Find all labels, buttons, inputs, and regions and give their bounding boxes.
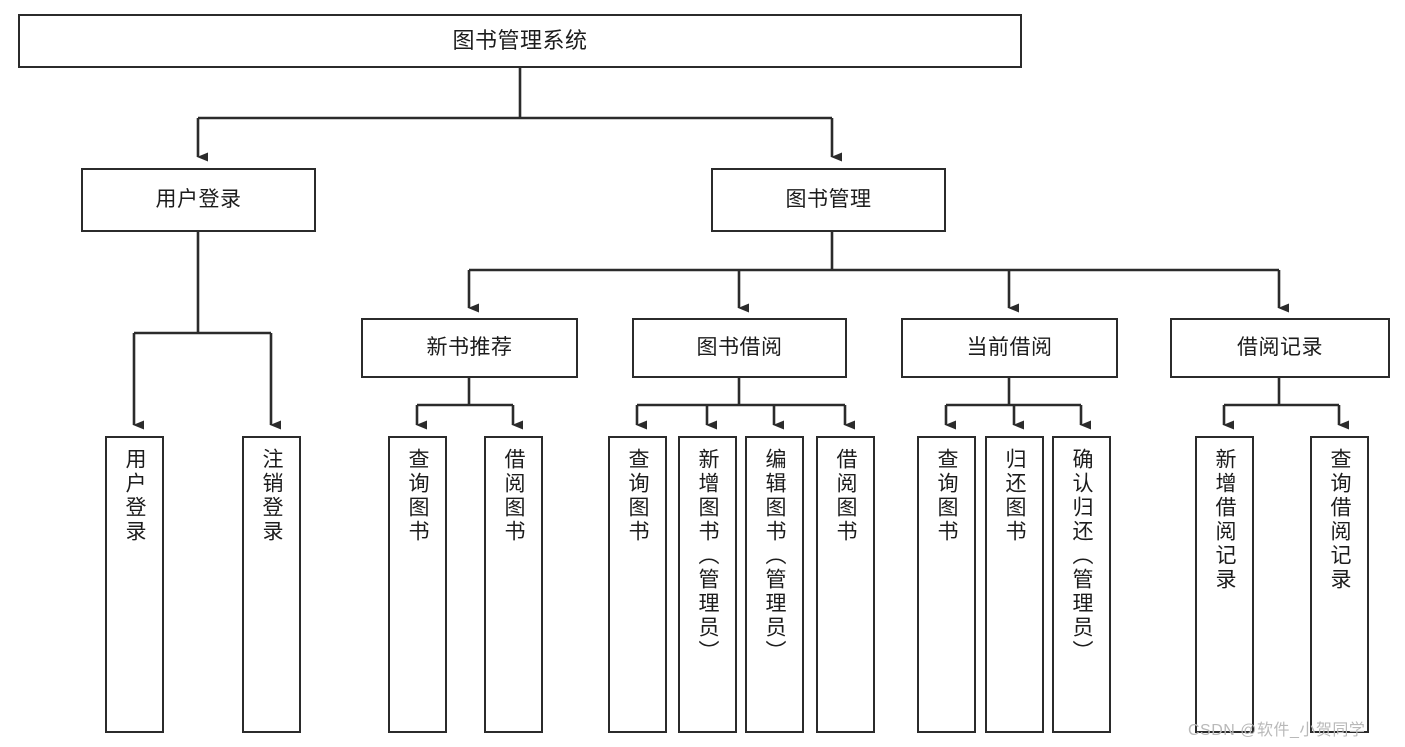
node-root-label: 图书管理系统 xyxy=(452,28,588,54)
node-leaf-add-borrow-record[interactable]: 新增借阅记录 xyxy=(1195,436,1254,733)
node-book-borrow-label: 图书借阅 xyxy=(696,335,783,359)
node-user-login[interactable]: 用户登录 xyxy=(81,168,316,232)
node-leaf-user-login[interactable]: 用户登录 xyxy=(105,436,164,733)
node-leaf-recommend-borrow-book[interactable]: 借阅图书 xyxy=(484,436,543,733)
node-leaf-recommend-query-book[interactable]: 查询图书 xyxy=(388,436,447,733)
node-leaf-logout-label: 注销登录 xyxy=(260,448,283,544)
edges-currentborrow-to-leaves xyxy=(944,378,1091,430)
node-leaf-current-query-book-label: 查询图书 xyxy=(935,448,958,544)
node-borrow-record-label: 借阅记录 xyxy=(1237,335,1323,359)
node-leaf-borrow-query-book[interactable]: 查询图书 xyxy=(608,436,667,733)
node-leaf-return-book-label: 归还图书 xyxy=(1003,448,1026,544)
node-leaf-add-book-label: 新增图书（管理员） xyxy=(696,448,719,664)
edges-bookmanage-to-level3 xyxy=(467,232,1289,313)
node-borrow-record[interactable]: 借阅记录 xyxy=(1170,318,1390,378)
edges-borrowrecord-to-leaves xyxy=(1222,378,1349,430)
node-leaf-add-book[interactable]: 新增图书（管理员） xyxy=(678,436,737,733)
node-new-book-recommend-label: 新书推荐 xyxy=(426,335,513,359)
csdn-watermark: CSDN @软件_小贺同学 xyxy=(1188,722,1366,739)
node-leaf-current-query-book[interactable]: 查询图书 xyxy=(917,436,976,733)
node-root[interactable]: 图书管理系统 xyxy=(18,14,1022,68)
node-leaf-borrow-query-book-label: 查询图书 xyxy=(626,448,649,544)
node-user-login-label: 用户登录 xyxy=(155,187,242,211)
node-leaf-edit-book[interactable]: 编辑图书（管理员） xyxy=(745,436,804,733)
node-leaf-confirm-return-label: 确认归还（管理员） xyxy=(1070,448,1093,664)
node-book-manage[interactable]: 图书管理 xyxy=(711,168,946,232)
node-book-borrow[interactable]: 图书借阅 xyxy=(632,318,847,378)
node-current-borrow[interactable]: 当前借阅 xyxy=(901,318,1118,378)
node-leaf-recommend-query-book-label: 查询图书 xyxy=(406,448,429,544)
node-leaf-recommend-borrow-book-label: 借阅图书 xyxy=(502,448,525,544)
node-current-borrow-label: 当前借阅 xyxy=(966,335,1053,359)
edges-newbookrec-to-leaves xyxy=(415,378,523,430)
edges-root-to-level2 xyxy=(196,68,842,162)
node-leaf-return-book[interactable]: 归还图书 xyxy=(985,436,1044,733)
node-leaf-add-borrow-record-label: 新增借阅记录 xyxy=(1213,448,1236,592)
node-leaf-confirm-return[interactable]: 确认归还（管理员） xyxy=(1052,436,1111,733)
node-leaf-query-borrow-record[interactable]: 查询借阅记录 xyxy=(1310,436,1369,733)
node-leaf-borrow-book-label: 借阅图书 xyxy=(834,448,857,544)
edges-userlogin-to-leaves xyxy=(132,232,281,430)
node-leaf-query-borrow-record-label: 查询借阅记录 xyxy=(1328,448,1351,592)
edges-bookborrow-to-leaves xyxy=(635,378,855,430)
node-leaf-logout[interactable]: 注销登录 xyxy=(242,436,301,733)
node-leaf-user-login-label: 用户登录 xyxy=(123,448,146,544)
node-leaf-borrow-book[interactable]: 借阅图书 xyxy=(816,436,875,733)
node-leaf-edit-book-label: 编辑图书（管理员） xyxy=(763,448,786,664)
node-book-manage-label: 图书管理 xyxy=(785,187,872,211)
node-new-book-recommend[interactable]: 新书推荐 xyxy=(361,318,578,378)
